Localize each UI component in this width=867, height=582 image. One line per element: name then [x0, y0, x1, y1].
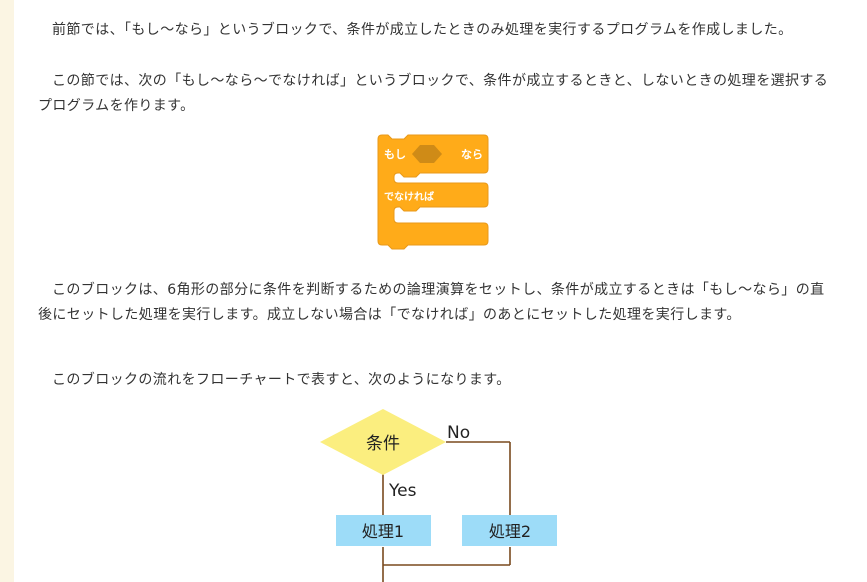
- section-description-paragraph: この節では、次の「もし〜なら〜でなければ」というブロックで、条件が成立するときと…: [38, 73, 829, 114]
- condition-diamond: [320, 409, 446, 475]
- block-explanation-paragraph: このブロックは、6角形の部分に条件を判断するための論理演算をセットし、条件が成立…: [38, 282, 825, 323]
- process1-box: [336, 515, 431, 546]
- flowchart-diagram: 条件 No Yes 処理1 処理2: [314, 405, 574, 582]
- condition-label: 条件: [366, 434, 400, 454]
- condition-hexagon-icon: [412, 145, 442, 163]
- then-label: なら: [461, 148, 483, 161]
- if-label: もし: [384, 148, 406, 161]
- intro-paragraph: 前節では、「もし〜なら」というブロックで、条件が成立したときのみ処理を実行するプ…: [52, 22, 793, 38]
- flowchart-intro-paragraph: このブロックの流れをフローチャートで表すと、次のようになります。: [52, 372, 511, 388]
- process2-label: 処理2: [489, 522, 531, 541]
- main-content: 前節では、「もし〜なら」というブロックで、条件が成立したときのみ処理を実行するプ…: [14, 0, 867, 582]
- no-label: No: [447, 423, 470, 443]
- yes-label: Yes: [388, 481, 417, 501]
- process1-label: 処理1: [362, 522, 404, 541]
- process2-box: [462, 515, 557, 546]
- left-gutter: [0, 0, 14, 582]
- if-else-block-image: もし なら でなければ: [376, 131, 494, 255]
- if-else-block-shape: [377, 134, 489, 250]
- else-label: でなければ: [384, 190, 434, 203]
